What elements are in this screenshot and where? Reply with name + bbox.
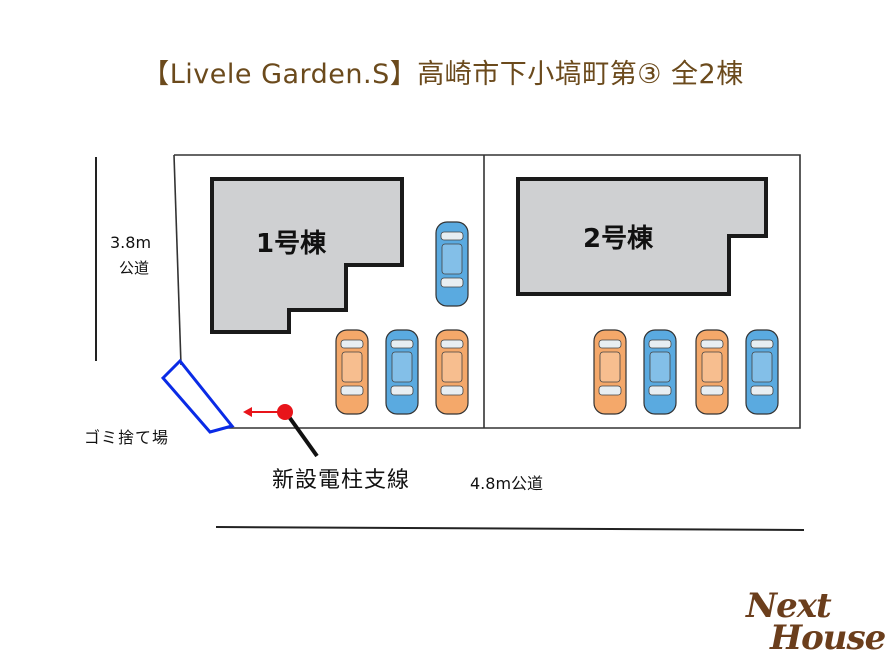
car-1 [435,221,469,307]
logo-house: House [770,618,886,658]
garbage-station-label: ゴミ捨て場 [84,428,170,447]
logo-next: Next [746,586,832,626]
left-road-width-label: 3.8m [110,233,152,252]
arrow-head [243,407,252,417]
car-5 [593,329,627,415]
parking-cars [335,221,779,415]
pole-support-line [285,412,319,458]
page-title: 【Livele Garden.S】高崎市下小塙町第③ 全2棟 [142,59,744,90]
site-boundary-left [173,154,182,366]
garbage-station [160,358,235,434]
car-6 [643,329,677,415]
building-2-label: 2号棟 [583,224,654,254]
left-road-name-label: 公道 [119,259,150,277]
bottom-road-label: 4.8m公道 [470,474,544,493]
building-2-footprint [516,177,768,296]
car-3 [385,329,419,415]
car-4 [435,329,469,415]
car-8 [745,329,779,415]
site-boundary [174,154,801,429]
building-1-footprint [210,177,404,334]
pole-dot [277,404,293,420]
building-1-label: 1号棟 [256,229,327,259]
car-2 [335,329,369,415]
new-pole-label: 新設電柱支線 [272,468,411,493]
bottom-road-line [215,526,805,531]
car-7 [695,329,729,415]
